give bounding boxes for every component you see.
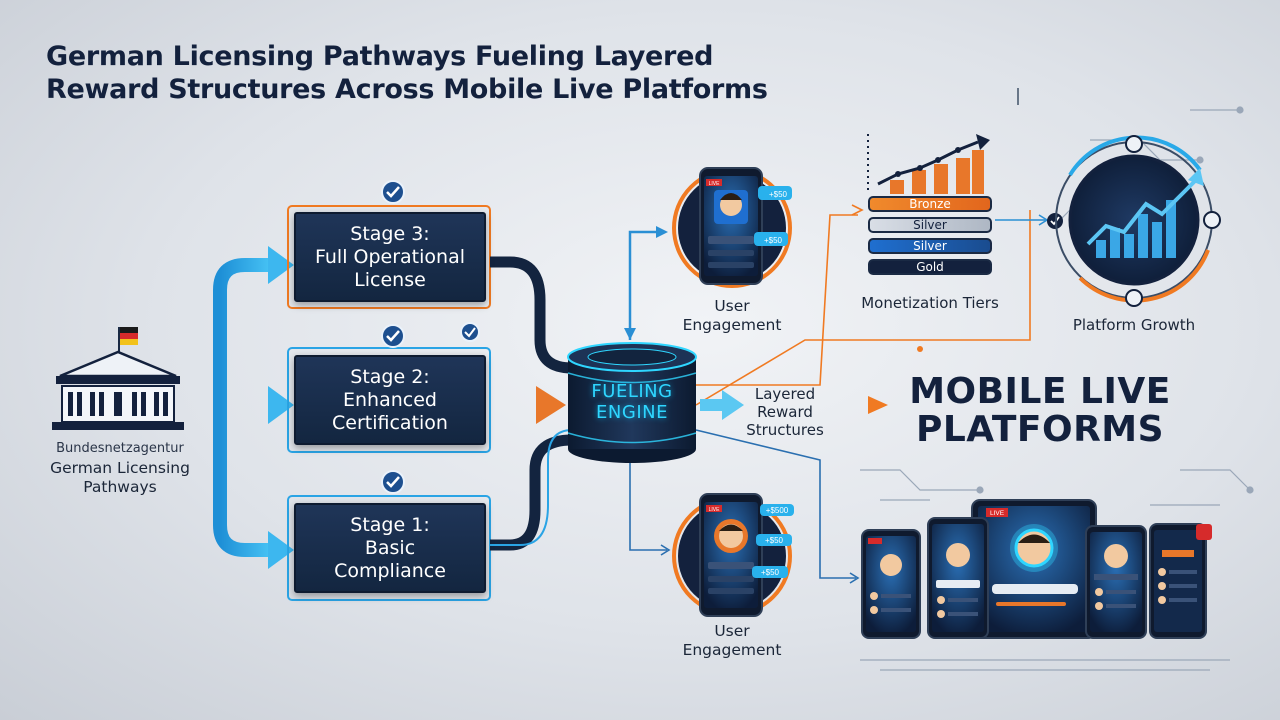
stage-2-title: Stage 2: xyxy=(350,365,430,388)
stage-2-name: Enhanced xyxy=(343,388,437,411)
rewards-to-mobile-arrow xyxy=(836,396,888,414)
layered-line-2: Reward xyxy=(757,403,813,421)
stage-3-title: Stage 3: xyxy=(350,222,430,245)
tier-bar-silver-1: Silver xyxy=(868,217,992,233)
thin-connectors xyxy=(629,88,1049,584)
stage-1-box: Stage 1: Basic Compliance xyxy=(294,503,486,593)
mobile-heading-line-1: MOBILE LIVE xyxy=(909,371,1171,412)
mobile-heading-line-2: PLATFORMS xyxy=(915,409,1165,450)
stage-1-title: Stage 1: xyxy=(350,513,430,536)
layered-reward-structures-label: Layered Reward Structures xyxy=(730,385,840,439)
agency-name: Bundesnetzagentur xyxy=(56,441,184,456)
stage-to-engine-flows xyxy=(490,256,573,551)
layered-line-1: Layered xyxy=(754,385,816,403)
title-line-1: German Licensing Pathways Fueling Layere… xyxy=(46,41,714,72)
live-badge: LIVE xyxy=(990,510,1005,517)
live-badge: LIVE xyxy=(709,507,721,513)
check-icon xyxy=(1047,213,1063,229)
live-badge: LIVE xyxy=(709,181,721,187)
stage-1-name: Basic xyxy=(364,536,416,559)
reward-badge: +$50 xyxy=(769,190,788,199)
phone-user-engagement-bottom: LIVE +$500 +$50 +$50 xyxy=(672,493,794,617)
stage-3-box: Stage 3: Full Operational License xyxy=(294,212,486,302)
user-engagement-label-top: User Engagement xyxy=(672,297,792,335)
tier-bar-silver-2: Silver xyxy=(868,238,992,254)
check-icon xyxy=(381,324,405,348)
check-icon xyxy=(460,322,480,342)
user-engagement-top-line-1: User xyxy=(714,297,750,315)
source-label-line-1: German Licensing xyxy=(50,459,190,477)
fueling-engine-label: FUELING ENGINE xyxy=(568,381,696,423)
government-building-icon xyxy=(52,327,184,430)
reward-badge: +$50 xyxy=(765,536,784,545)
stage-2-name-2: Certification xyxy=(332,411,448,434)
check-icon xyxy=(381,180,405,204)
page-title: German Licensing Pathways Fueling Layere… xyxy=(46,40,768,106)
check-icon xyxy=(381,470,405,494)
circuit-lines-decoration xyxy=(860,106,1254,671)
source-label: German Licensing Pathways xyxy=(30,459,210,497)
tier-bar-gold: Gold xyxy=(868,259,992,275)
layered-line-3: Structures xyxy=(746,421,824,439)
platform-growth-label: Platform Growth xyxy=(1072,316,1196,334)
engine-to-engagement-arrows xyxy=(624,226,726,411)
stage-1-name-2: Compliance xyxy=(334,559,446,582)
engine-line-1: FUELING xyxy=(591,381,673,402)
user-engagement-bottom-line-2: Engagement xyxy=(682,641,782,659)
user-engagement-top-line-2: Engagement xyxy=(682,316,782,334)
user-engagement-bottom-line-1: User xyxy=(714,622,750,640)
reward-badge: +$500 xyxy=(766,506,789,515)
tier-bar-bronze: Bronze xyxy=(868,196,992,212)
stage-2-box: Stage 2: Enhanced Certification xyxy=(294,355,486,445)
stage-3-name-2: License xyxy=(354,268,426,291)
platform-growth-gauge-icon xyxy=(1055,135,1221,307)
monetization-tiers-label: Monetization Tiers xyxy=(861,294,999,312)
phone-user-engagement-top: LIVE +$50 +$50 xyxy=(672,167,792,288)
stage-3-name: Full Operational xyxy=(314,245,465,268)
source-flow-arrows xyxy=(188,246,294,569)
monetization-bar-chart-icon xyxy=(867,134,990,194)
stage2-to-engine-arrowhead xyxy=(536,386,566,424)
title-line-2: Reward Structures Across Mobile Live Pla… xyxy=(46,74,768,105)
fueling-engine-cylinder xyxy=(567,342,697,463)
engine-line-2: ENGINE xyxy=(596,402,668,423)
check-icons xyxy=(381,180,1063,494)
reward-badge: +$50 xyxy=(764,236,783,245)
engine-to-rewards-arrowhead xyxy=(722,390,744,420)
source-label-line-2: Pathways xyxy=(83,478,157,496)
mobile-live-platforms-heading: MOBILE LIVE PLATFORMS xyxy=(890,373,1190,449)
reward-badge: +$50 xyxy=(761,568,780,577)
mobile-devices-cluster: LIVE xyxy=(861,499,1212,639)
user-engagement-label-bottom: User Engagement xyxy=(672,622,792,660)
